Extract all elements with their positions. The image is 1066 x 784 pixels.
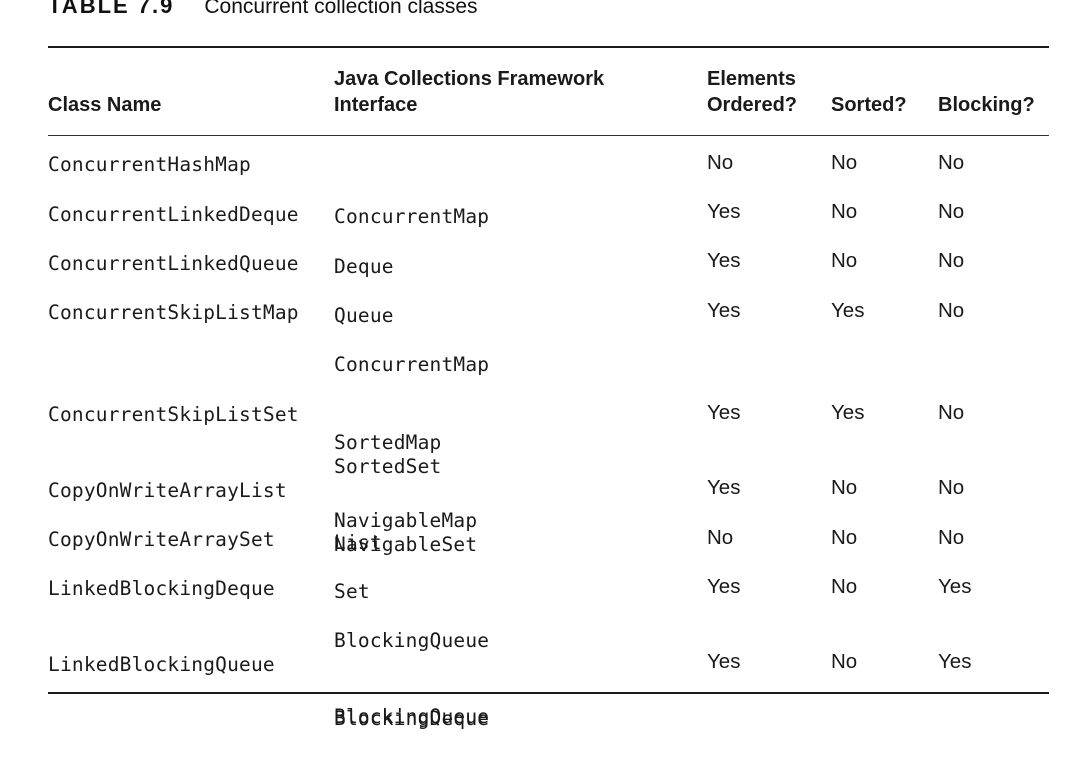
- ordered-cell: Yes: [707, 401, 741, 424]
- interface-cell: BlockingQueue BlockingDeque: [334, 629, 490, 730]
- header-separator-rule: [48, 135, 1049, 136]
- header-class-name: Class Name: [48, 94, 162, 116]
- interface-cell: ConcurrentMap SortedMap NavigableMap: [334, 353, 490, 532]
- table-top-rule: [48, 46, 1049, 48]
- sorted-cell: No: [831, 575, 858, 598]
- sorted-cell: No: [831, 526, 858, 549]
- blocking-cell: No: [938, 476, 965, 499]
- header-blocking: Blocking?: [938, 94, 1035, 116]
- interface-cell: Queue: [334, 304, 394, 327]
- sorted-cell: No: [831, 650, 858, 673]
- ordered-cell: Yes: [707, 476, 741, 499]
- ordered-cell: No: [707, 526, 734, 549]
- class-name-cell: ConcurrentSkipListSet: [48, 403, 299, 426]
- table-caption: TABLE 7.9 Concurrent collection classes: [48, 0, 478, 23]
- blocking-cell: No: [938, 151, 965, 174]
- blocking-cell: No: [938, 249, 965, 272]
- document-page: TABLE 7.9 Concurrent collection classes …: [48, 0, 1049, 730]
- table-bottom-rule: [48, 692, 1049, 694]
- interface-cell: Deque: [334, 255, 394, 278]
- class-name-cell: CopyOnWriteArraySet: [48, 528, 275, 551]
- interface-cell: Set: [334, 580, 370, 603]
- blocking-cell: Yes: [938, 575, 972, 598]
- class-name-cell: ConcurrentLinkedQueue: [48, 252, 299, 275]
- header-sorted: Sorted?: [831, 94, 907, 116]
- ordered-cell: Yes: [707, 650, 741, 673]
- sorted-cell: No: [831, 476, 858, 499]
- interface-cell: SortedSet NavigableSet: [334, 455, 478, 556]
- blocking-cell: No: [938, 200, 965, 223]
- interface-cell: List: [334, 531, 382, 554]
- interface-cell: BlockingQueue: [334, 705, 490, 728]
- class-name-cell: LinkedBlockingQueue: [48, 653, 275, 676]
- sorted-cell: No: [831, 151, 858, 174]
- ordered-cell: Yes: [707, 200, 741, 223]
- blocking-cell: Yes: [938, 650, 972, 673]
- sorted-cell: Yes: [831, 299, 865, 322]
- sorted-cell: No: [831, 249, 858, 272]
- blocking-cell: No: [938, 299, 965, 322]
- table-title: Concurrent collection classes: [204, 0, 478, 18]
- ordered-cell: Yes: [707, 299, 741, 322]
- class-name-cell: ConcurrentSkipListMap: [48, 301, 299, 324]
- table-number: TABLE 7.9: [48, 0, 175, 18]
- class-name-cell: ConcurrentHashMap: [48, 153, 251, 176]
- class-name-cell: ConcurrentLinkedDeque: [48, 203, 299, 226]
- interface-cell: ConcurrentMap: [334, 205, 490, 228]
- ordered-cell: Yes: [707, 575, 741, 598]
- sorted-cell: Yes: [831, 401, 865, 424]
- header-elements-ordered: Elements Ordered?: [707, 68, 798, 116]
- class-name-cell: LinkedBlockingDeque: [48, 577, 275, 600]
- blocking-cell: No: [938, 526, 965, 549]
- blocking-cell: No: [938, 401, 965, 424]
- class-name-cell: CopyOnWriteArrayList: [48, 479, 287, 502]
- ordered-cell: No: [707, 151, 734, 174]
- ordered-cell: Yes: [707, 249, 741, 272]
- sorted-cell: No: [831, 200, 858, 223]
- header-interface: Java Collections Framework Interface: [334, 68, 605, 116]
